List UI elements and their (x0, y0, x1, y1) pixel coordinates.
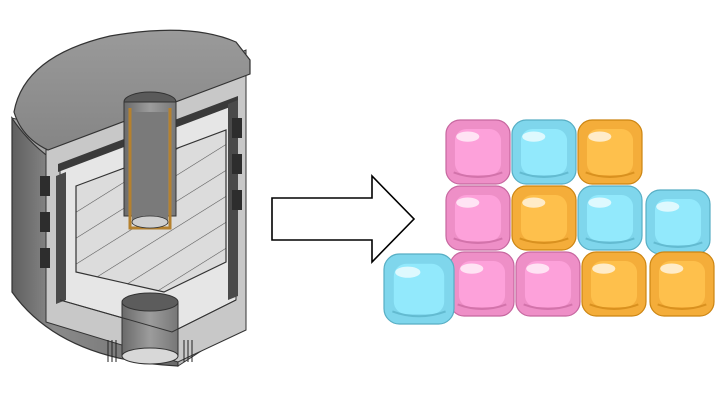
ice-cube-r2-c1-edge (523, 303, 573, 310)
ice-cube-r1-c0-edge (453, 237, 503, 244)
ice-cube-r1-c3 (645, 189, 711, 255)
ice-cube-r2-c2-highlight (592, 263, 616, 274)
cylinder-cutaway-icon (10, 29, 251, 367)
ice-cube-r2-c3-edge (657, 303, 707, 310)
ice-cube-r1-c0-highlight (456, 197, 480, 208)
ice-cube-r2-c0-edge (457, 303, 507, 310)
ice-cube-r0-c2-highlight (588, 131, 612, 142)
ice-cube-r1-c1-highlight (522, 197, 546, 208)
ice-cube-r1-c1 (511, 185, 577, 251)
ice-cube-r0-c2 (577, 119, 643, 185)
ice-cube-r2-c0 (449, 251, 515, 317)
ice-cube-r1-c0 (445, 185, 511, 251)
ice-cube-r0-c1-edge (519, 171, 569, 178)
ice-cube-r1-c2 (577, 185, 643, 251)
ice-cube-r1-c1-edge (519, 237, 569, 244)
ice-cube-r2-c2 (581, 251, 647, 317)
ice-cube-stack-icon (383, 119, 715, 325)
ice-cube-r2-c0-highlight (460, 263, 484, 274)
ice-cube-r2-c3-highlight (660, 263, 684, 274)
ice-cube-r1-c3-edge (653, 241, 703, 248)
ice-cube-r0-c2-edge (585, 171, 635, 178)
ice-cube-loose (383, 253, 455, 325)
ice-cube-r1-c2-edge (585, 237, 635, 244)
right-arrow-outline-icon (271, 174, 416, 264)
ice-cube-r1-c3-highlight (656, 201, 680, 212)
ice-cube-r0-c1 (511, 119, 577, 185)
ice-cube-loose-highlight (395, 266, 421, 278)
ice-cube-r2-c1 (515, 251, 581, 317)
ice-cube-r2-c2-edge (589, 303, 639, 310)
ice-cube-r2-c1-highlight (526, 263, 550, 274)
ice-cube-r1-c2-highlight (588, 197, 612, 208)
ice-cube-r0-c0-edge (453, 171, 503, 178)
ice-cube-r0-c0-highlight (456, 131, 480, 142)
ice-cube-r2-c3 (649, 251, 715, 317)
ice-cube-r0-c0 (445, 119, 511, 185)
ice-cube-loose-edge (392, 310, 446, 318)
ice-cube-r0-c1-highlight (522, 131, 546, 142)
